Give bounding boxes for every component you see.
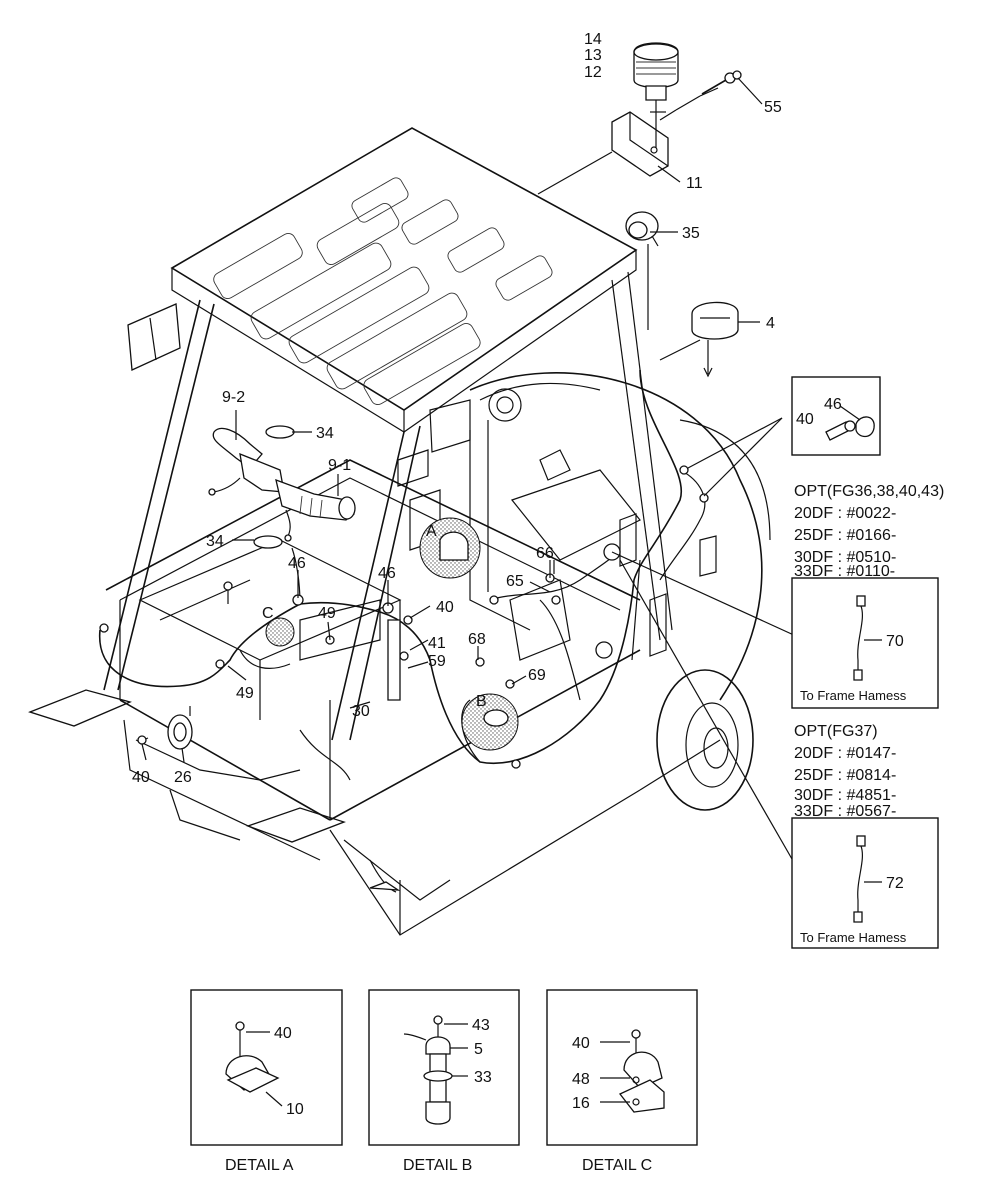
label-40-mid: 40 <box>436 599 454 616</box>
option-fg36-title: OPT(FG36,38,40,43) <box>794 483 944 500</box>
option-fg37-text: OPT(FG37) 20DF : #0147- 25DF : #0814- 30… <box>794 723 907 945</box>
label-13: 13 <box>584 47 602 64</box>
detail-labels: 40 10 43 5 33 40 48 16 DETAIL A DETAIL B… <box>225 1017 652 1174</box>
label-49-right: 49 <box>318 605 336 622</box>
option-fg36-caption: To Frame Hamess <box>800 688 907 703</box>
label-30: 30 <box>352 703 370 720</box>
label-12: 12 <box>584 64 602 81</box>
harness-clamps <box>99 465 709 769</box>
forklift-body-illustration <box>28 127 771 936</box>
beacon-lamp <box>633 42 679 122</box>
option-fg37-line-2: 25DF : #0814- <box>794 767 896 784</box>
label-34-bottom: 34 <box>206 533 224 550</box>
option-fg36-text: OPT(FG36,38,40,43) 20DF : #0022- 25DF : … <box>794 483 944 703</box>
option-fg36-line-4: 33DF : #0110- <box>794 563 895 580</box>
label-68: 68 <box>468 631 486 648</box>
option-fg37-caption: To Frame Hamess <box>800 930 907 945</box>
detail-a-box <box>190 989 343 1146</box>
detail-b-label-43: 43 <box>472 1017 490 1034</box>
label-55: 55 <box>764 99 782 116</box>
detail-a-label-10: 10 <box>286 1101 304 1118</box>
detail-a-title: DETAIL A <box>225 1157 294 1174</box>
label-70: 70 <box>886 633 904 650</box>
detail-c-label-40: 40 <box>572 1035 590 1052</box>
inset-bolt-clip <box>791 376 881 456</box>
label-41: 41 <box>428 635 446 652</box>
detail-c-marker <box>265 617 295 647</box>
label-34-top: 34 <box>316 425 334 442</box>
label-40-horn: 40 <box>132 769 150 786</box>
label-46-mid: 46 <box>378 565 396 582</box>
detail-c-box <box>546 989 698 1146</box>
label-9-2: 9-2 <box>222 389 245 406</box>
option-fg36-line-2: 25DF : #0166- <box>794 527 896 544</box>
horn <box>137 706 193 750</box>
label-40-inset: 40 <box>796 411 814 428</box>
detail-c-title: DETAIL C <box>582 1157 652 1174</box>
detail-b-label-33: 33 <box>474 1069 492 1086</box>
option-fg37-title: OPT(FG37) <box>794 723 878 740</box>
label-69: 69 <box>528 667 546 684</box>
beacon-bracket <box>611 111 669 177</box>
label-11: 11 <box>686 175 703 192</box>
option-fg37-line-1: 20DF : #0147- <box>794 745 896 762</box>
label-9-1: 9-1 <box>328 457 351 474</box>
detail-c-label-48: 48 <box>572 1071 590 1088</box>
label-35: 35 <box>682 225 700 242</box>
label-detail-a: A <box>426 523 437 540</box>
option-fg36-line-1: 20DF : #0022- <box>794 505 896 522</box>
option-fg36-line-3: 30DF : #0510- <box>794 549 896 566</box>
rear-buzzer <box>625 211 659 330</box>
option-fg37-box <box>791 817 939 949</box>
label-4: 4 <box>766 315 775 332</box>
option-fg37-line-4: 33DF : #0567- <box>794 803 896 820</box>
label-46-left: 46 <box>288 555 306 572</box>
label-66: 66 <box>536 545 554 562</box>
label-detail-b: B <box>476 693 487 710</box>
detail-c-label-16: 16 <box>572 1095 590 1112</box>
label-14: 14 <box>584 31 602 48</box>
callout-labels: 14 13 12 55 11 35 4 9-2 34 9-1 34 46 46 … <box>132 31 842 786</box>
bolt-55 <box>699 70 742 97</box>
detail-a-label-40: 40 <box>274 1025 292 1042</box>
rear-work-lamp <box>659 301 739 378</box>
detail-b-box <box>368 989 520 1146</box>
detail-b-title: DETAIL B <box>403 1157 472 1174</box>
option-fg36-box <box>791 577 939 709</box>
label-detail-c: C <box>262 605 274 622</box>
combination-switch <box>208 425 356 549</box>
label-26: 26 <box>174 769 192 786</box>
label-59: 59 <box>428 653 446 670</box>
wiring-harness <box>98 369 706 764</box>
label-49-left: 49 <box>236 685 254 702</box>
detail-b-label-5: 5 <box>474 1041 483 1058</box>
label-72: 72 <box>886 875 904 892</box>
leader-lines <box>141 77 797 867</box>
label-46-inset: 46 <box>824 396 842 413</box>
label-65: 65 <box>506 573 524 590</box>
option-fg37-line-3: 30DF : #4851- <box>794 787 896 804</box>
